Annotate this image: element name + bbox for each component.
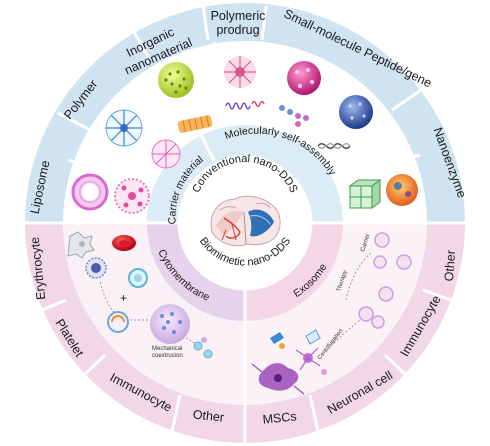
platelet-icon xyxy=(67,231,95,259)
brain-illustration xyxy=(210,195,281,247)
plus-icon: + xyxy=(120,291,127,305)
small-vesicles-icon xyxy=(193,337,213,359)
liposome-icon xyxy=(71,173,150,214)
peptide-gene-icon xyxy=(317,95,373,149)
label-erythrocyte: Erythrocyte xyxy=(28,236,49,300)
label-other-right: Other xyxy=(442,250,458,282)
flow-arrows-right xyxy=(325,251,373,353)
annotation-mechanical-2: coextrusion xyxy=(152,353,183,359)
label-prodrug-2: prodrug xyxy=(216,23,259,37)
annotation-mechanical-1: Mechanical xyxy=(152,346,182,352)
erythrocyte-icon xyxy=(112,235,136,251)
nanoenzyme-icon xyxy=(348,174,418,209)
polymer-micelle-icon xyxy=(105,109,181,169)
label-other-left: Other xyxy=(192,407,225,424)
neuron-cell-icon xyxy=(295,347,327,375)
flow-arrows-left xyxy=(99,281,197,345)
label-mscs: MSCs xyxy=(262,409,297,426)
prodrug-nanoparticle-icon xyxy=(224,56,265,110)
test-tube-icon xyxy=(305,329,321,345)
immune-cell-icon-right xyxy=(270,332,285,349)
msc-cell-icon xyxy=(251,363,305,395)
svg-text:+: + xyxy=(120,291,127,305)
small-molecule-icon xyxy=(279,61,321,127)
immunocyte-cell-icon xyxy=(85,257,107,279)
annotation-carrier: Carrier xyxy=(360,233,371,252)
coextrusion-nanoparticle-icon xyxy=(150,304,190,344)
inorganic-nanoparticle-icon xyxy=(158,62,213,133)
membrane-vesicle-icon xyxy=(107,268,148,333)
label-prodrug-1: Polymeric xyxy=(211,9,266,23)
exosome-vesicle-icon xyxy=(358,232,412,329)
